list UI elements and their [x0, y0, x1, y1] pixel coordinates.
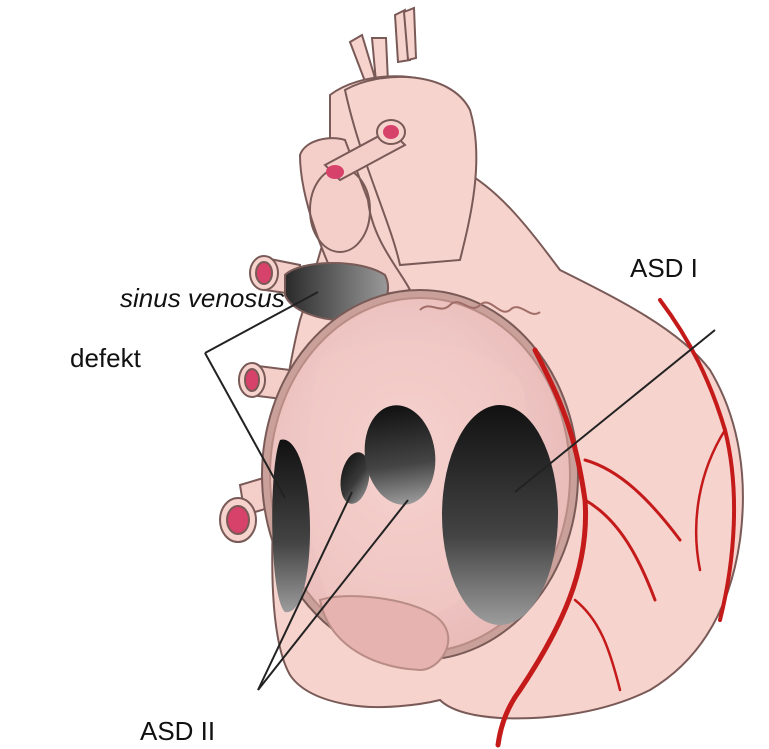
asd1-hole [442, 405, 558, 625]
label-asd2: ASD II [140, 718, 215, 744]
label-defekt: defekt [70, 345, 141, 371]
aortic-branches [350, 8, 416, 84]
label-asd1: ASD I [630, 255, 698, 281]
label-sinus-venosus: sinus venosus [120, 285, 285, 311]
